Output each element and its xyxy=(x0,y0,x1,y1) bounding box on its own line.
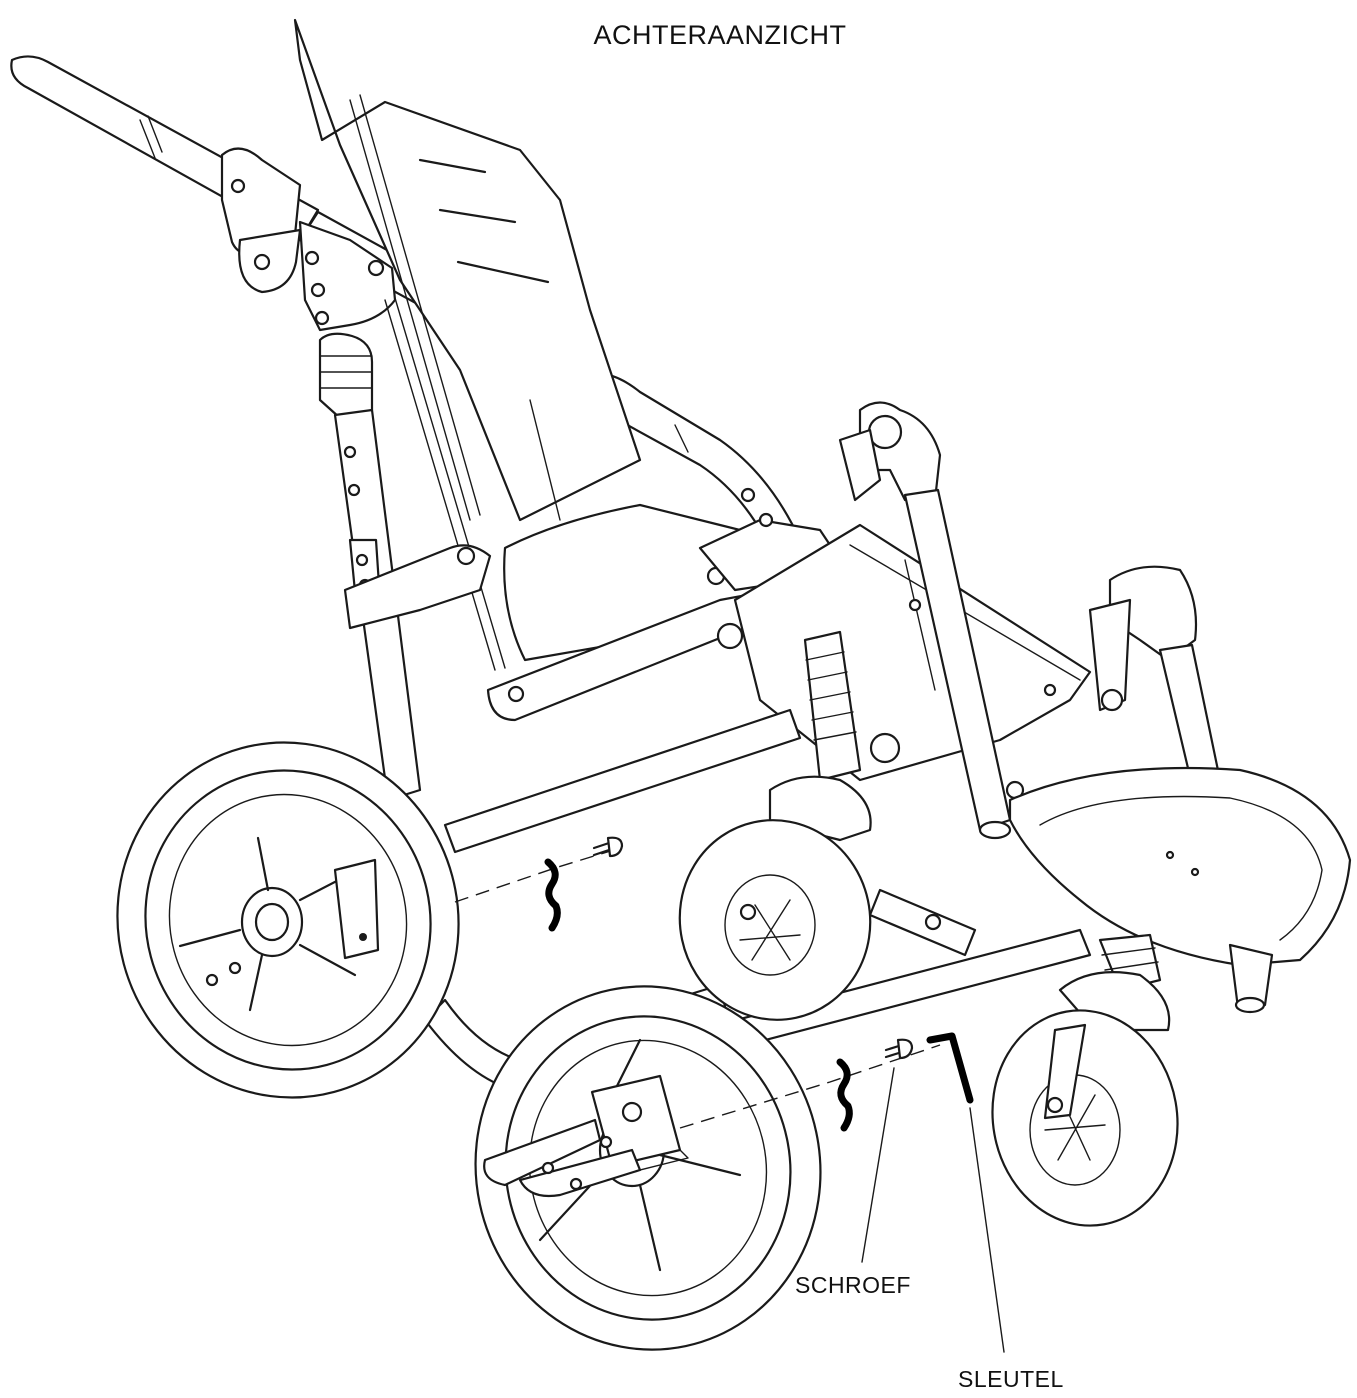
front-caster-center xyxy=(678,819,872,1021)
right-rear-wheel xyxy=(474,985,822,1351)
far-right-tube xyxy=(1088,565,1222,787)
key-label: SLEUTEL xyxy=(958,1366,1064,1392)
front-caster-right xyxy=(991,933,1179,1227)
exploded-parts-right xyxy=(679,1032,1005,1353)
view-title: ACHTERAANZICHT xyxy=(593,20,847,50)
left-hinge xyxy=(220,147,397,332)
backrest xyxy=(293,18,642,671)
left-rear-wheel xyxy=(116,741,460,1099)
screw-label: SCHROEF xyxy=(795,1272,911,1298)
exploded-parts-left xyxy=(454,836,624,932)
footrest xyxy=(1008,766,1352,1014)
